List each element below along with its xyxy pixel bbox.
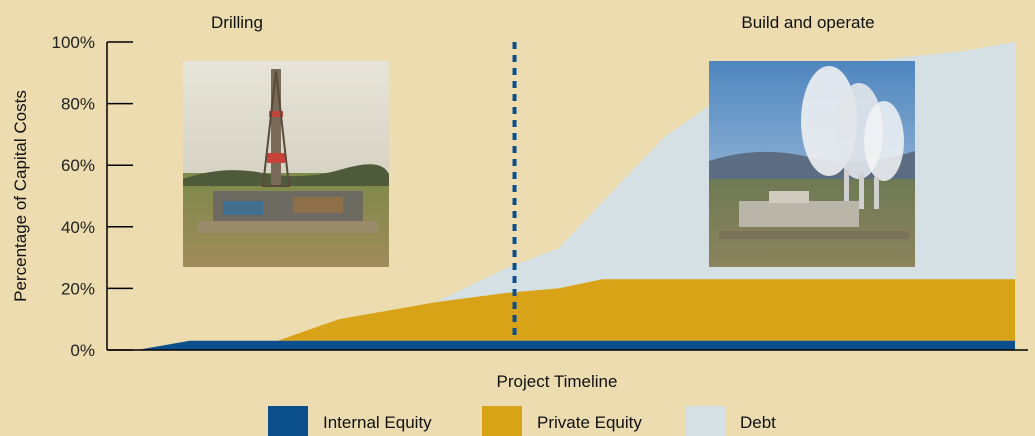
y-tick-label: 40% (61, 218, 95, 237)
area-internal-equity (137, 340, 1015, 350)
geothermal-power-plant-photo (709, 61, 915, 267)
phase-label-build-operate: Build and operate (741, 13, 874, 32)
y-tick-label: 100% (52, 33, 95, 52)
legend-label-debt: Debt (740, 413, 776, 432)
y-tick-label: 60% (61, 156, 95, 175)
phase-label-drilling: Drilling (211, 13, 263, 32)
y-axis-ticks: 0% 20% 40% 60% 80% 100% (52, 33, 133, 360)
legend-label-private-equity: Private Equity (537, 413, 642, 432)
legend-swatch-private-equity (482, 406, 522, 436)
legend-swatch-debt (685, 406, 725, 436)
y-tick-label: 80% (61, 95, 95, 114)
drilling-rig-photo (183, 61, 389, 267)
x-axis-title: Project Timeline (497, 372, 618, 391)
y-axis-title: Percentage of Capital Costs (11, 90, 30, 302)
y-tick-label: 0% (70, 341, 95, 360)
y-tick-label: 20% (61, 279, 95, 298)
legend: Internal Equity Private Equity Debt (268, 406, 776, 436)
legend-swatch-internal-equity (268, 406, 308, 436)
legend-label-internal-equity: Internal Equity (323, 413, 432, 432)
area-private-equity (137, 279, 1015, 350)
